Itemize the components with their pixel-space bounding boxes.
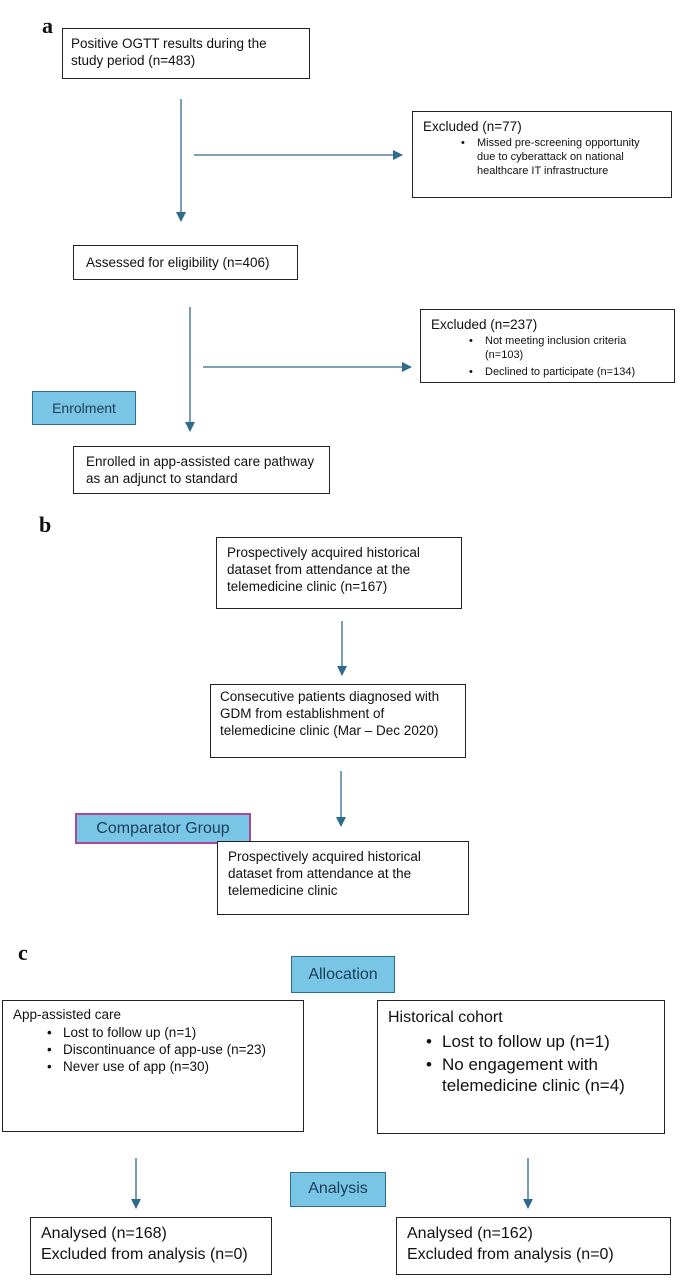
excluded-2-item-2: Declined to participate (n=134) [469, 365, 664, 379]
excluded-2-item-1: Not meeting inclusion criteria (n=103) [469, 334, 664, 362]
app-assisted-title: App-assisted care [13, 1007, 122, 1022]
excluded-1-title: Excluded (n=77) [423, 119, 522, 134]
historical-cohort-item-1: Lost to follow up (n=1) [426, 1031, 654, 1052]
box-c-historical-cohort: Historical cohort Lost to follow up (n=1… [377, 1000, 665, 1134]
historical-cohort-item-2: No engagement with telemedicine clinic (… [426, 1054, 654, 1096]
comparator-group-label: Comparator Group [75, 813, 251, 844]
box-c-left-analysed: Analysed (n=168) Excluded from analysis … [30, 1217, 272, 1275]
app-assisted-item-2: Discontinuance of app-use (n=23) [47, 1041, 293, 1058]
right-analysed-text: Analysed (n=162) [407, 1225, 533, 1242]
box-c-right-analysed: Analysed (n=162) Excluded from analysis … [396, 1217, 671, 1275]
app-assisted-item-3: Never use of app (n=30) [47, 1058, 293, 1075]
right-excluded-text: Excluded from analysis (n=0) [407, 1246, 614, 1263]
excluded-2-title: Excluded (n=237) [431, 317, 538, 332]
panel-label-b: b [39, 512, 52, 537]
panel-label-c: c [18, 940, 28, 965]
box-a-enrolled: Enrolled in app-assisted care pathway as… [73, 446, 330, 494]
box-a-excluded-2: Excluded (n=237) Not meeting inclusion c… [420, 309, 675, 383]
box-c-app-assisted: App-assisted care Lost to follow up (n=1… [2, 1000, 304, 1132]
excluded-1-item: Missed pre-screening opportunity due to … [461, 136, 661, 178]
box-a-positive-ogtt: Positive OGTT results during the study p… [62, 28, 310, 79]
box-a-assessed: Assessed for eligibility (n=406) [73, 245, 298, 280]
excluded-1-list: Missed pre-screening opportunity due to … [423, 136, 661, 178]
analysis-label: Analysis [290, 1172, 386, 1207]
box-a-excluded-1: Excluded (n=77) Missed pre-screening opp… [412, 111, 672, 198]
box-b-historical-dataset: Prospectively acquired historical datase… [216, 537, 462, 609]
historical-cohort-list: Lost to follow up (n=1) No engagement wi… [388, 1031, 654, 1096]
box-a-positive-ogtt-text: Positive OGTT results during the study p… [71, 36, 267, 68]
panel-label-a: a [42, 13, 53, 38]
enrolment-label: Enrolment [32, 391, 136, 425]
left-analysed-text: Analysed (n=168) [41, 1225, 167, 1242]
app-assisted-list: Lost to follow up (n=1) Discontinuance o… [13, 1024, 293, 1075]
allocation-label: Allocation [291, 956, 395, 993]
box-a-enrolled-text: Enrolled in app-assisted care pathway as… [86, 454, 315, 486]
box-b-comparator-dataset: Prospectively acquired historical datase… [217, 841, 469, 915]
excluded-2-list: Not meeting inclusion criteria (n=103) D… [431, 334, 664, 379]
left-excluded-text: Excluded from analysis (n=0) [41, 1246, 248, 1263]
box-b-consecutive-patients: Consecutive patients diagnosed with GDM … [210, 684, 466, 758]
app-assisted-item-1: Lost to follow up (n=1) [47, 1024, 293, 1041]
box-b-consecutive-patients-text: Consecutive patients diagnosed with GDM … [220, 689, 440, 738]
box-b-comparator-dataset-text: Prospectively acquired historical datase… [228, 849, 421, 898]
box-b-historical-dataset-text: Prospectively acquired historical datase… [227, 545, 420, 594]
box-a-assessed-text: Assessed for eligibility (n=406) [86, 255, 270, 270]
historical-cohort-title: Historical cohort [388, 1009, 503, 1026]
